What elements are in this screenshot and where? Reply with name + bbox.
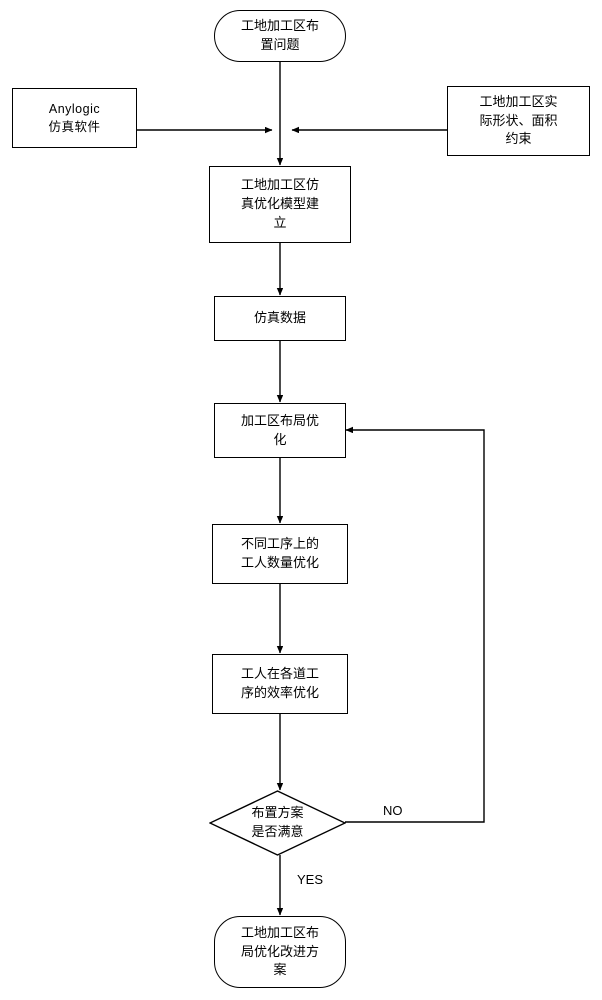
node-start: 工地加工区布 置问题 bbox=[214, 10, 346, 62]
node-simulation-model: 工地加工区仿 真优化模型建 立 bbox=[209, 166, 351, 243]
node-anylogic-software-label: Anylogic 仿真软件 bbox=[48, 101, 101, 134]
node-shape-area-constraint: 工地加工区实 际形状、面积 约束 bbox=[447, 86, 590, 156]
node-start-label: 工地加工区布 置问题 bbox=[240, 18, 319, 52]
edge-label-no: NO bbox=[383, 803, 403, 818]
node-simulation-data-label: 仿真数据 bbox=[253, 310, 306, 326]
node-worker-count-optimization-label: 不同工序上的 工人数量优化 bbox=[240, 536, 319, 570]
node-worker-efficiency-optimization-label: 工人在各道工 序的效率优化 bbox=[240, 666, 319, 700]
node-layout-optimization: 加工区布局优 化 bbox=[214, 403, 346, 458]
node-simulation-data: 仿真数据 bbox=[214, 296, 346, 341]
node-layout-optimization-label: 加工区布局优 化 bbox=[240, 412, 319, 447]
node-decision-satisfied-label: 布置方案 是否满意 bbox=[251, 805, 304, 839]
node-end-result: 工地加工区布 局优化改进方 案 bbox=[214, 916, 346, 988]
node-shape-area-constraint-label: 工地加工区实 际形状、面积 约束 bbox=[479, 93, 558, 147]
node-decision-satisfied: 布置方案 是否满意 bbox=[209, 790, 346, 856]
node-worker-count-optimization: 不同工序上的 工人数量优化 bbox=[212, 524, 348, 584]
edge-label-yes: YES bbox=[297, 872, 324, 887]
diamond-shape-icon bbox=[209, 790, 346, 856]
node-simulation-model-label: 工地加工区仿 真优化模型建 立 bbox=[240, 177, 319, 230]
node-anylogic-software: Anylogic 仿真软件 bbox=[12, 88, 137, 148]
node-end-result-label: 工地加工区布 局优化改进方 案 bbox=[240, 924, 319, 978]
node-worker-efficiency-optimization: 工人在各道工 序的效率优化 bbox=[212, 654, 348, 714]
